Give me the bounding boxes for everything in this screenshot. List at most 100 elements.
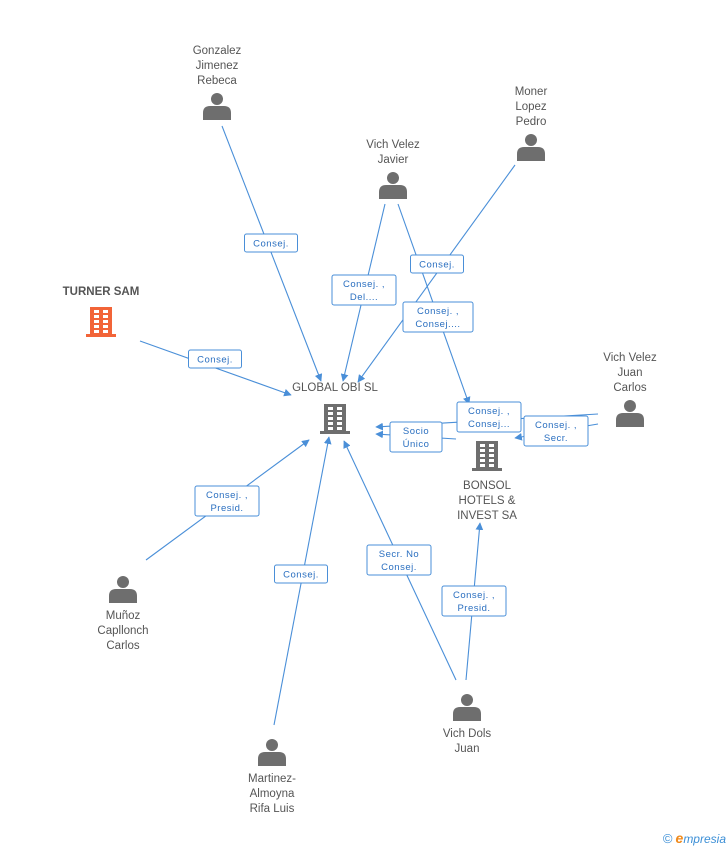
edge-label-gonzalez-to-global[interactable]: Consej. [244,233,298,253]
brand-name: mpresia [683,832,726,846]
person-icon [379,172,407,199]
edge-label-vichdols-to-bonsol[interactable]: Consej. ,Presid. [441,585,507,617]
footer-brand[interactable]: © empresia [663,830,726,846]
edge-label-text: Consej. , [206,490,248,501]
edge-label-text: Único [403,439,430,450]
node-label: Jimenez [196,60,239,72]
edge-label-box [410,254,464,274]
edge-label-turner-to-global[interactable]: Consej. [188,349,242,369]
building-icon-window [489,444,494,447]
edge-label-text: Consej. , [417,306,459,317]
edge-label-moner-to-global[interactable]: Consej. [410,254,464,274]
edge-label-box [188,349,242,369]
person-icon-head [387,172,399,184]
edge-label-vichjuancarlos-to-bonsol[interactable]: Consej. ,Secr. [523,415,589,447]
building-icon-window [103,330,108,333]
node-label: Juan [455,743,480,755]
building-icon-window [94,315,99,318]
building-icon-window [337,422,342,425]
edge-label-box [402,301,474,333]
person-icon [517,134,545,161]
building-icon-window [480,449,485,452]
person-icon-head [117,576,129,588]
node-label: Vich Velez [366,139,420,151]
person-icon-head [525,134,537,146]
building-icon-window [480,454,485,457]
building-icon-window [337,407,342,410]
person-icon-head [624,400,636,412]
person-icon-body [203,106,231,120]
edge-label-text: Presid. [210,503,243,514]
edge-label-text: Consej. [419,260,455,271]
building-icon-window [328,427,333,430]
node-global[interactable]: GLOBAL OBI SL [292,382,379,434]
node-label: Lopez [515,101,547,113]
edge-label-text: Secr. No [379,549,419,560]
edge-label-text: Consej.... [415,319,460,330]
edge-label-vichjuancarlos-to-global[interactable]: Consej. , Consej... [456,401,522,433]
node-label: GLOBAL OBI SL [292,382,378,394]
edge-label-text: Consej. , [343,279,385,290]
building-icon-window [328,412,333,415]
copyright-icon: © [662,830,673,846]
edge-label-text: Socio [403,426,429,437]
edge-label-text: Consej. [253,239,289,250]
edge-label-text: Consej. , [468,406,510,417]
building-icon-base [472,468,502,471]
person-icon-head [211,93,223,105]
node-label: Gonzalez [193,45,242,57]
edge-label-martinez-to-global[interactable]: Consej. [274,564,328,584]
node-turner[interactable]: TURNER SAM [63,286,140,337]
person-icon [616,400,644,427]
edge-label-box [274,564,328,584]
building-icon-window [103,315,108,318]
person-icon-body [379,185,407,199]
edge-label-box [523,415,589,447]
node-label: Almoyna [250,788,295,800]
building-icon-window [489,464,494,467]
person-icon-head [461,694,473,706]
node-label: TURNER SAM [63,286,140,298]
edge-label-box [441,585,507,617]
node-label: Carlos [106,640,139,652]
edge-label-munoz-to-global[interactable]: Consej. , Presid. [194,485,260,517]
building-icon-window [103,320,108,323]
node-label: Carlos [613,382,646,394]
node-label: Juan [618,367,643,379]
edge-label-box [194,485,260,517]
person-icon [258,739,286,766]
edge-label-text: Consej... [468,419,510,430]
node-label: HOTELS & [459,495,516,507]
building-icon [472,441,502,471]
edge-label-text: Consej. [197,355,233,366]
building-icon-body [324,404,346,432]
building-icon-window [337,427,342,430]
building-icon-window [103,310,108,313]
building-icon [320,404,350,434]
node-label: Rifa Luis [250,803,295,815]
node-label: Rebeca [197,75,237,87]
building-icon-window [328,422,333,425]
edge-label-vichjavier-to-bonsol[interactable]: Consej. , Consej.... [402,301,474,333]
node-label: Javier [378,154,409,166]
building-icon-window [480,444,485,447]
building-icon-base [86,334,116,337]
brand-logo[interactable]: empresia [676,830,726,846]
person-icon-body [517,147,545,161]
node-label: Moner [515,86,548,98]
edge-label-vichjavier-to-global[interactable]: Consej. ,Del.... [331,274,397,306]
building-icon [86,307,116,337]
building-icon-window [328,417,333,420]
edge-gonzalez-to-global [221,125,323,382]
building-icon-base [320,431,350,434]
